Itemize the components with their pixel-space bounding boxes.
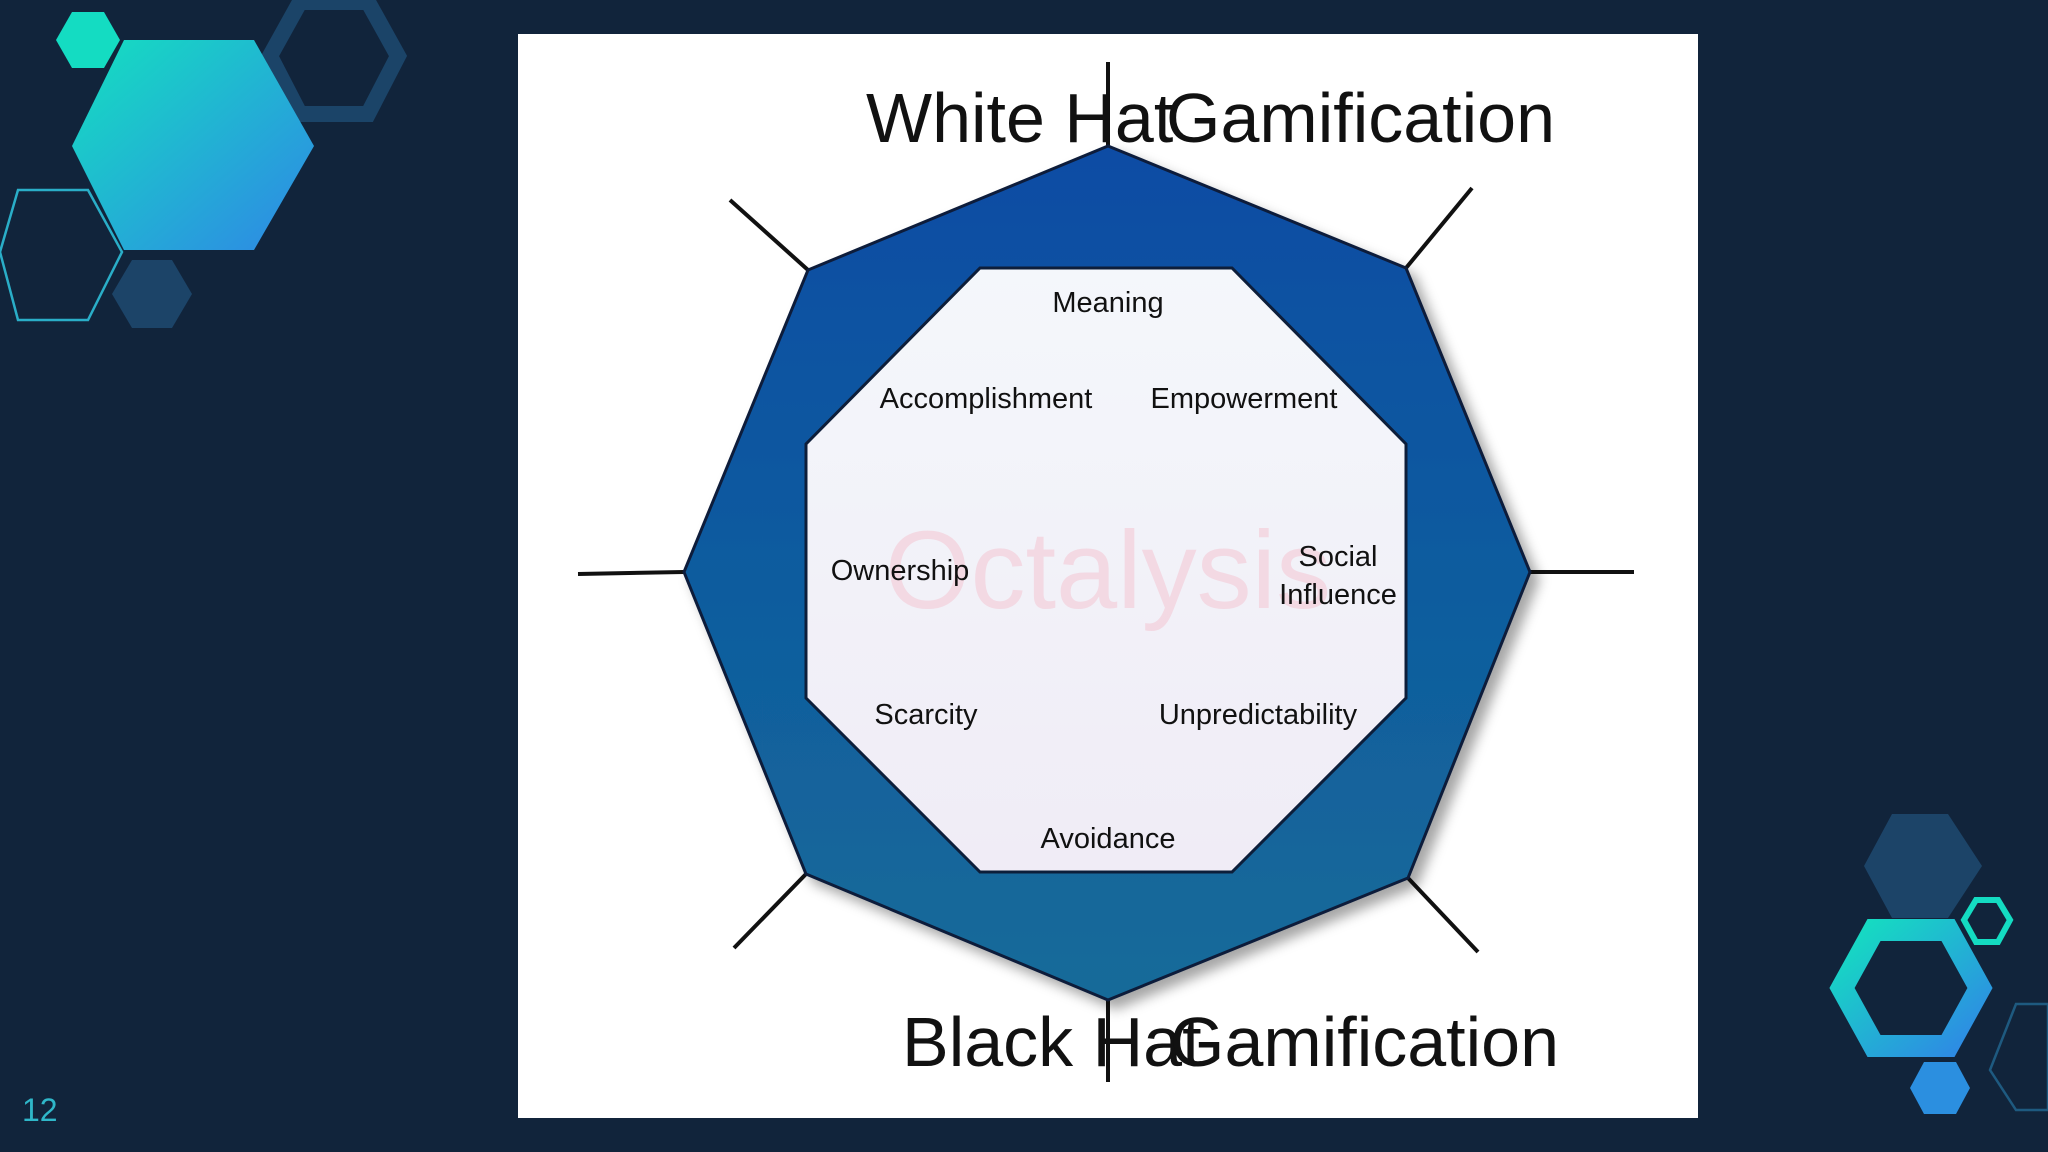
label-gamification-bottom: Gamification xyxy=(1170,1003,1559,1081)
page-number: 12 xyxy=(22,1092,58,1128)
horizontal-line-left xyxy=(577,570,685,576)
drive-ownership: Ownership xyxy=(831,555,970,587)
drive-accomplishment: Accomplishment xyxy=(880,383,1093,415)
small-dark-hexagon xyxy=(112,260,192,328)
drive-meaning: Meaning xyxy=(1052,287,1163,319)
label-white-hat: White Hat xyxy=(866,79,1173,157)
label-black-hat: Black Hat xyxy=(902,1003,1202,1081)
drive-unpredictability: Unpredictability xyxy=(1159,699,1358,731)
drive-empowerment: Empowerment xyxy=(1151,383,1338,415)
drive-social-line2: Influence xyxy=(1279,579,1397,611)
dark-hexagon xyxy=(1864,814,1982,918)
top-left-hexagon-decoration xyxy=(0,0,408,328)
diagonal-line-top-right xyxy=(1404,186,1474,270)
bottom-right-hexagon-decoration xyxy=(1829,814,2048,1114)
small-teal-hexagon xyxy=(56,12,120,68)
diagonal-line-top-left xyxy=(728,198,810,272)
label-gamification-top: Gamification xyxy=(1166,79,1555,157)
diagonal-line-bottom-right xyxy=(1406,876,1480,954)
gradient-outline-hexagon xyxy=(1829,919,1993,1057)
large-gradient-hexagon xyxy=(72,40,314,250)
small-blue-hexagon xyxy=(1910,1062,1970,1114)
diagram-panel: Octalysis White Hat Gamification Black H… xyxy=(518,34,1698,1118)
drive-social-line1: Social xyxy=(1299,541,1378,573)
octalysis-watermark: Octalysis xyxy=(885,509,1331,632)
inner-octagon xyxy=(804,266,1408,874)
outline-hexagon-cyan xyxy=(1988,1002,2048,1112)
outline-hexagon-dark xyxy=(260,0,408,122)
drive-avoidance: Avoidance xyxy=(1041,823,1176,855)
outline-hexagon-cyan xyxy=(0,188,124,322)
small-teal-outline-hexagon xyxy=(1960,897,2014,945)
octalysis-diagram: Octalysis White Hat Gamification Black H… xyxy=(577,62,1634,1082)
diagonal-line-bottom-left xyxy=(732,872,808,950)
drive-scarcity: Scarcity xyxy=(874,699,978,731)
